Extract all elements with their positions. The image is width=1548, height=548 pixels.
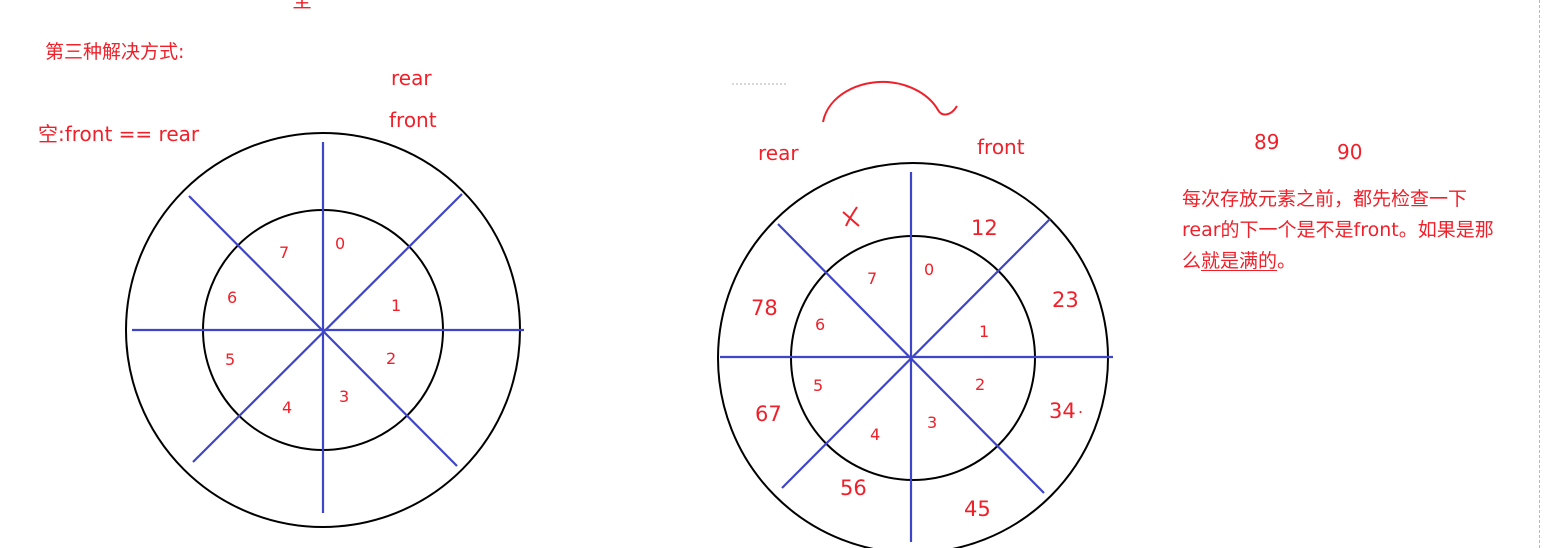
cross-mark-icon xyxy=(842,206,860,227)
note-underlined-text: 就是满的 xyxy=(1201,250,1278,272)
side-number-90: 90 xyxy=(1337,140,1363,164)
cut-off-top-text: 全 xyxy=(292,0,312,12)
note-line-3: 么就是满的。 xyxy=(1182,246,1548,277)
full-condition-note: 每次存放元素之前，都先检查一下 rear的下一个是不是front。如果是那 么就… xyxy=(1182,184,1548,277)
left-slot-7: 7 xyxy=(279,243,290,262)
stray-dot-mark: . xyxy=(1078,398,1084,417)
left-rear-label: rear xyxy=(391,66,432,90)
right-front-label: front xyxy=(977,135,1025,159)
right-slot-7: 7 xyxy=(867,269,878,288)
note-line-3-prefix: 么 xyxy=(1182,250,1202,272)
empty-condition-text: 空:front == rear xyxy=(38,122,200,146)
left-slot-5: 5 xyxy=(225,350,236,369)
left-slot-4: 4 xyxy=(282,398,293,417)
right-slot-3: 3 xyxy=(927,413,938,432)
left-slot-3: 3 xyxy=(339,387,350,406)
left-slot-1: 1 xyxy=(391,296,402,315)
note-line-3-suffix: 。 xyxy=(1277,250,1297,272)
left-slot-6: 6 xyxy=(227,288,238,307)
right-slot-4: 4 xyxy=(870,425,881,444)
right-value-45: 45 xyxy=(964,497,991,521)
right-slot-6: 6 xyxy=(815,315,826,334)
side-number-89: 89 xyxy=(1254,130,1280,154)
left-slot-2: 2 xyxy=(386,349,397,368)
right-value-34: 34 xyxy=(1049,399,1076,423)
note-line-1: 每次存放元素之前，都先检查一下 xyxy=(1182,188,1468,210)
faint-dotted-mark xyxy=(732,83,786,85)
page-edge-dashed-line xyxy=(1539,0,1540,548)
section-heading: 第三种解决方式: xyxy=(45,41,185,63)
right-value-23: 23 xyxy=(1052,288,1079,312)
right-slot-5: 5 xyxy=(813,376,824,395)
left-slot-0: 0 xyxy=(335,234,346,253)
left-front-label: front xyxy=(389,108,437,132)
right-divider-lines xyxy=(720,172,1113,542)
right-value-78: 78 xyxy=(751,296,778,320)
left-ring-diagram xyxy=(125,132,524,528)
right-value-56: 56 xyxy=(840,476,867,500)
right-slot-1: 1 xyxy=(979,322,990,341)
right-value-67: 67 xyxy=(755,402,782,426)
right-slot-2: 2 xyxy=(975,375,986,394)
right-slot-0: 0 xyxy=(924,260,935,279)
right-rear-label: rear xyxy=(758,141,799,165)
right-ring-diagram xyxy=(717,162,1113,548)
pointer-arc-arrow xyxy=(822,80,958,123)
right-value-12: 12 xyxy=(971,216,998,240)
note-line-2: rear的下一个是不是front。如果是那 xyxy=(1182,219,1494,241)
left-divider-lines xyxy=(132,142,524,513)
